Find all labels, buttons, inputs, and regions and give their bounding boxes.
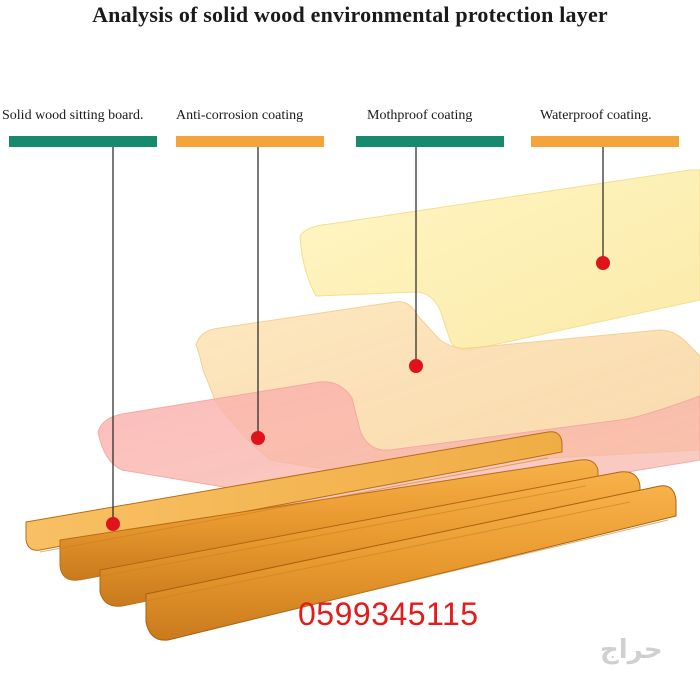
marker-dot-waterproof bbox=[596, 256, 610, 270]
label-anti-corrosion: Anti-corrosion coating bbox=[176, 108, 304, 123]
marker-dot-anti-corrosion bbox=[251, 431, 265, 445]
marker-dot-solid-wood bbox=[106, 517, 120, 531]
waterproof-layer-sheet bbox=[299, 169, 700, 351]
bar-waterproof bbox=[531, 136, 679, 147]
diagram-title: Analysis of solid wood environmental pro… bbox=[92, 2, 608, 27]
bar-solid-wood-board bbox=[9, 136, 157, 147]
label-waterproof: Waterproof coating. bbox=[540, 108, 652, 123]
watermark-logo: حراج bbox=[600, 635, 663, 665]
wood-board bbox=[25, 431, 677, 641]
label-solid-wood-board: Solid wood sitting board. bbox=[2, 108, 144, 123]
label-mothproof: Mothproof coating bbox=[367, 108, 473, 123]
bar-anti-corrosion bbox=[176, 136, 324, 147]
phone-number: 0599345115 bbox=[298, 596, 479, 632]
bar-mothproof bbox=[356, 136, 504, 147]
marker-dot-mothproof bbox=[409, 359, 423, 373]
